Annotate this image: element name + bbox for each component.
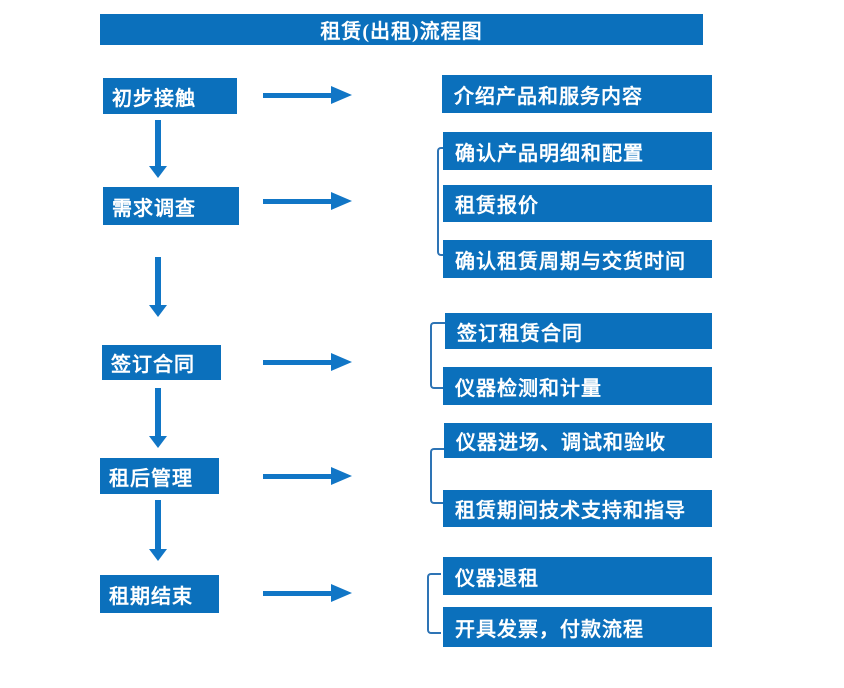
detail-box-tech-support: 租赁期间技术支持和指导 xyxy=(443,490,712,527)
step-box-initial-contact: 初步接触 xyxy=(103,78,237,114)
down-arrow-icon xyxy=(149,500,167,561)
right-arrow-icon xyxy=(263,467,352,485)
down-arrow-icon xyxy=(149,120,167,178)
group-bracket-rental-end xyxy=(427,573,441,634)
arrow-head xyxy=(149,436,167,448)
right-arrow-icon xyxy=(263,192,352,210)
right-arrow-icon xyxy=(263,86,352,104)
flowchart-title: 租赁(出租)流程图 xyxy=(320,21,483,43)
group-bracket-post-rental xyxy=(430,448,444,504)
arrow-head xyxy=(331,86,352,104)
arrow-shaft xyxy=(155,500,161,549)
detail-box-introduce-products: 介绍产品和服务内容 xyxy=(442,75,712,113)
arrow-head xyxy=(331,467,352,485)
detail-box-sign-rental-contract: 签订租赁合同 xyxy=(445,313,712,349)
right-arrow-icon xyxy=(263,584,352,602)
arrow-shaft xyxy=(155,120,161,166)
group-bracket-sign-contract xyxy=(430,322,445,389)
detail-box-confirm-product-config: 确认产品明细和配置 xyxy=(443,132,712,170)
arrow-head xyxy=(149,166,167,178)
detail-box-instrument-testing: 仪器检测和计量 xyxy=(443,367,712,405)
detail-box-instrument-setup-acceptance: 仪器进场、调试和验收 xyxy=(444,423,712,458)
arrow-shaft xyxy=(263,92,331,98)
arrow-shaft xyxy=(263,359,331,365)
detail-box-invoice-payment: 开具发票，付款流程 xyxy=(443,607,712,647)
flowchart-title-bar: 租赁(出租)流程图 xyxy=(100,14,703,45)
detail-box-instrument-return: 仪器退租 xyxy=(443,557,712,595)
step-box-rental-end: 租期结束 xyxy=(100,575,219,613)
detail-box-rental-quote: 租赁报价 xyxy=(443,185,712,222)
arrow-shaft xyxy=(263,590,331,596)
arrow-shaft xyxy=(155,257,161,305)
right-arrow-icon xyxy=(263,353,352,371)
arrow-head xyxy=(331,584,352,602)
detail-box-confirm-period-delivery: 确认租赁周期与交货时间 xyxy=(443,240,712,278)
down-arrow-icon xyxy=(149,257,167,317)
step-box-sign-contract: 签订合同 xyxy=(102,345,221,380)
arrow-shaft xyxy=(263,198,331,204)
arrow-shaft xyxy=(263,473,331,479)
arrow-shaft xyxy=(155,388,161,436)
arrow-head xyxy=(331,353,352,371)
arrow-head xyxy=(331,192,352,210)
down-arrow-icon xyxy=(149,388,167,448)
step-box-post-rental-management: 租后管理 xyxy=(100,458,219,494)
arrow-head xyxy=(149,305,167,317)
step-box-demand-survey: 需求调查 xyxy=(103,187,239,225)
arrow-head xyxy=(149,549,167,561)
